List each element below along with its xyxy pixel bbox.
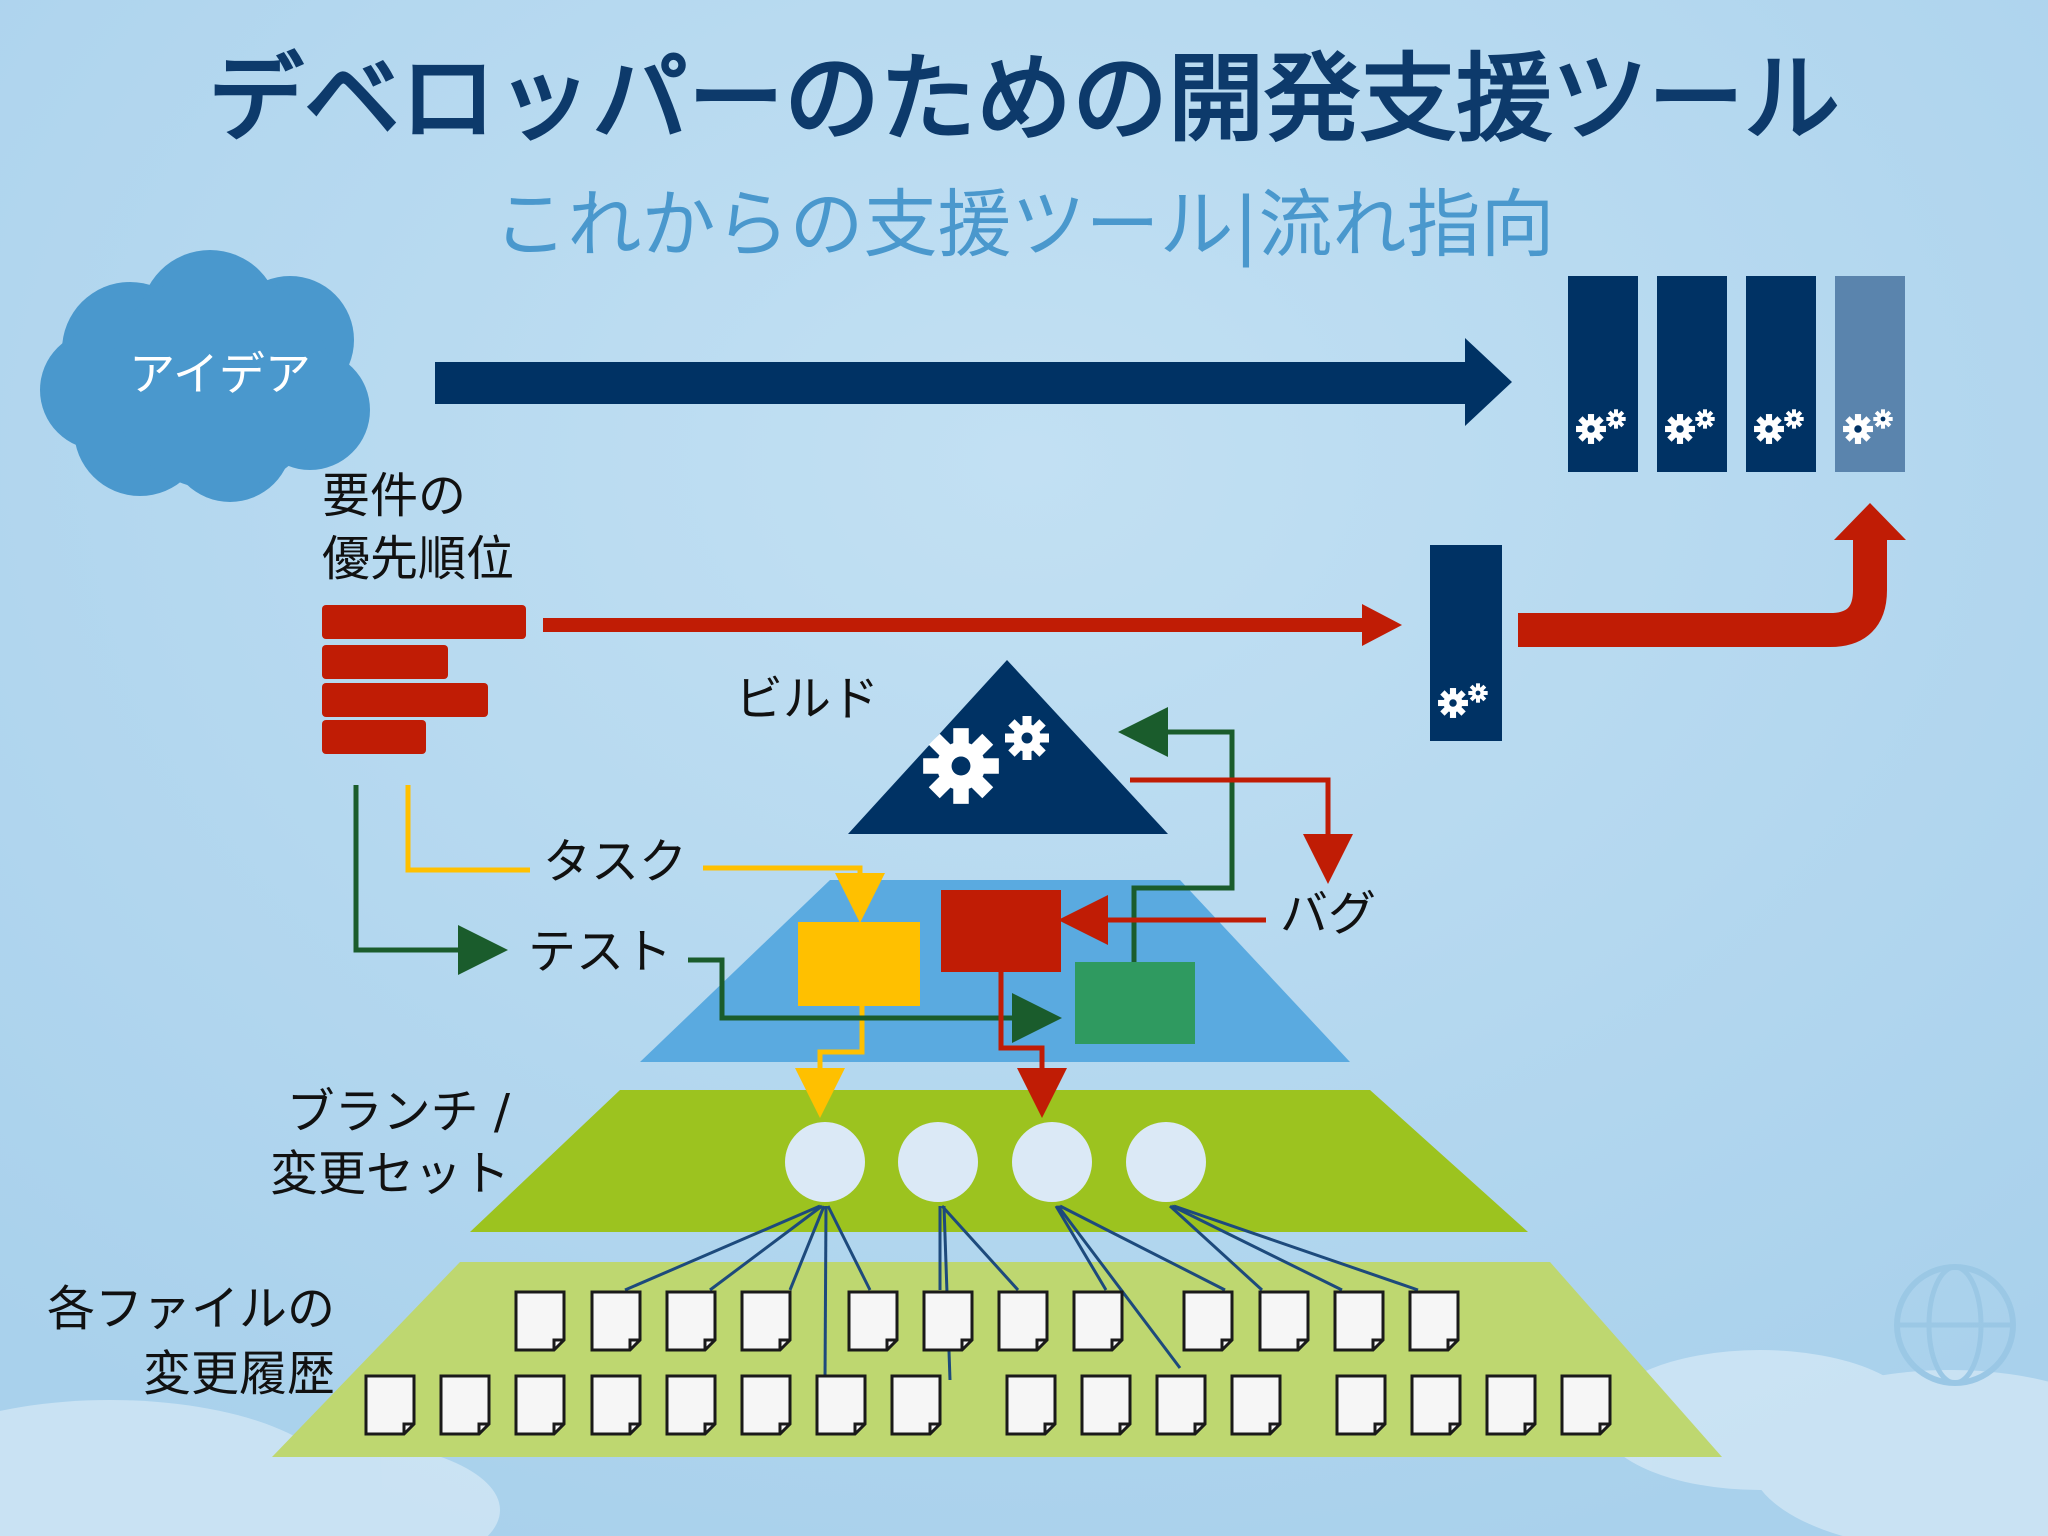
- bug-box: [941, 890, 1061, 972]
- gear-icon: [1468, 683, 1488, 703]
- gear-icon: [1438, 688, 1468, 718]
- requirements-label-line1: 要件の: [322, 468, 466, 524]
- gear-icon: [1606, 409, 1626, 429]
- cloud-icon: [40, 250, 370, 502]
- document-icon: [1005, 1374, 1057, 1436]
- branch-layer: [470, 1090, 1528, 1232]
- release-bar: [1835, 276, 1905, 472]
- arrow-icon: [353, 785, 508, 975]
- document-icon: [590, 1290, 642, 1352]
- gear-icon: [1843, 414, 1873, 444]
- document-icon: [665, 1290, 717, 1352]
- build-label: ビルド: [735, 671, 879, 727]
- changeset-connectors: [624, 1204, 1419, 1381]
- test-box: [1075, 962, 1195, 1044]
- document-icon: [815, 1374, 867, 1436]
- document-icon: [364, 1374, 416, 1436]
- document-icon: [1155, 1374, 1207, 1436]
- document-icon: [1258, 1290, 1310, 1352]
- document-icon: [1408, 1290, 1460, 1352]
- release-bar: [1657, 276, 1727, 472]
- document-icon: [847, 1290, 899, 1352]
- changeset-circle: [1012, 1122, 1092, 1202]
- changeset-circle: [785, 1122, 865, 1202]
- priority-bar: [322, 645, 448, 679]
- document-icon: [665, 1374, 717, 1436]
- document-icon: [1080, 1374, 1132, 1436]
- files-label-line1: 各ファイルの: [47, 1281, 335, 1337]
- arrow-icon: [1130, 777, 1353, 884]
- release-bar: [1568, 276, 1638, 472]
- gear-icon: [1784, 409, 1804, 429]
- priority-bars: [322, 605, 526, 754]
- document-icon: [1072, 1290, 1124, 1352]
- requirements-label-line2: 優先順位: [322, 531, 514, 587]
- priority-bar: [322, 720, 426, 754]
- document-icon: [514, 1290, 566, 1352]
- document-icon: [1485, 1374, 1537, 1436]
- document-icon: [1560, 1374, 1612, 1436]
- document-icon: [1333, 1290, 1385, 1352]
- idea-label: アイデア: [129, 347, 311, 401]
- files-label-line2: 変更履歴: [143, 1346, 335, 1402]
- changeset-circle: [898, 1122, 978, 1202]
- arrow-icon: [998, 972, 1067, 1118]
- priority-bar: [322, 605, 526, 639]
- release-bar: [1746, 276, 1816, 472]
- arrow-icon: [688, 957, 1062, 1043]
- page-subtitle: これからの支援ツール|流れ指向: [494, 182, 1555, 268]
- document-icon: [439, 1374, 491, 1436]
- gear-icon: [1754, 414, 1784, 444]
- release-arrow: [1518, 503, 1906, 647]
- background-clouds: [0, 1264, 2048, 1536]
- gear-icon: [1873, 409, 1893, 429]
- gear-icon: [1005, 716, 1049, 760]
- document-icon: [890, 1374, 942, 1436]
- document-icon: [514, 1374, 566, 1436]
- document-icon: [997, 1290, 1049, 1352]
- gear-icon: [1665, 414, 1695, 444]
- document-icon: [1182, 1290, 1234, 1352]
- branch-label-line2: 変更セット: [270, 1146, 510, 1202]
- document-icon: [590, 1374, 642, 1436]
- bug-label: バグ: [1280, 886, 1376, 942]
- document-icon: [1230, 1374, 1282, 1436]
- build-bar: [1430, 545, 1502, 741]
- document-icon: [740, 1374, 792, 1436]
- document-icon: [1335, 1374, 1387, 1436]
- changeset-circle: [1126, 1122, 1206, 1202]
- changesets: [785, 1122, 1206, 1202]
- task-label: タスク: [543, 834, 687, 890]
- build-triangle: [848, 660, 1168, 834]
- test-label: テスト: [528, 924, 672, 980]
- priority-bar: [322, 683, 488, 717]
- idea-flow-arrow: [435, 338, 1512, 426]
- task-box: [798, 922, 920, 1006]
- gear-icon: [923, 728, 999, 804]
- gear-icon: [1695, 409, 1715, 429]
- document-icon: [922, 1290, 974, 1352]
- flow-arrows: [353, 707, 1353, 1118]
- arrow-icon: [703, 865, 885, 923]
- document-icon: [1410, 1374, 1462, 1436]
- document-icon: [740, 1290, 792, 1352]
- arrow-icon: [1118, 707, 1235, 962]
- gear-icon: [1576, 414, 1606, 444]
- branch-label-line1: ブランチ /: [287, 1084, 511, 1140]
- arrow-icon: [795, 1006, 865, 1118]
- release-bars: [1568, 276, 1905, 472]
- priority-flow-arrow: [543, 604, 1402, 646]
- page-title: デベロッパーのための開発支援ツール: [208, 43, 1840, 155]
